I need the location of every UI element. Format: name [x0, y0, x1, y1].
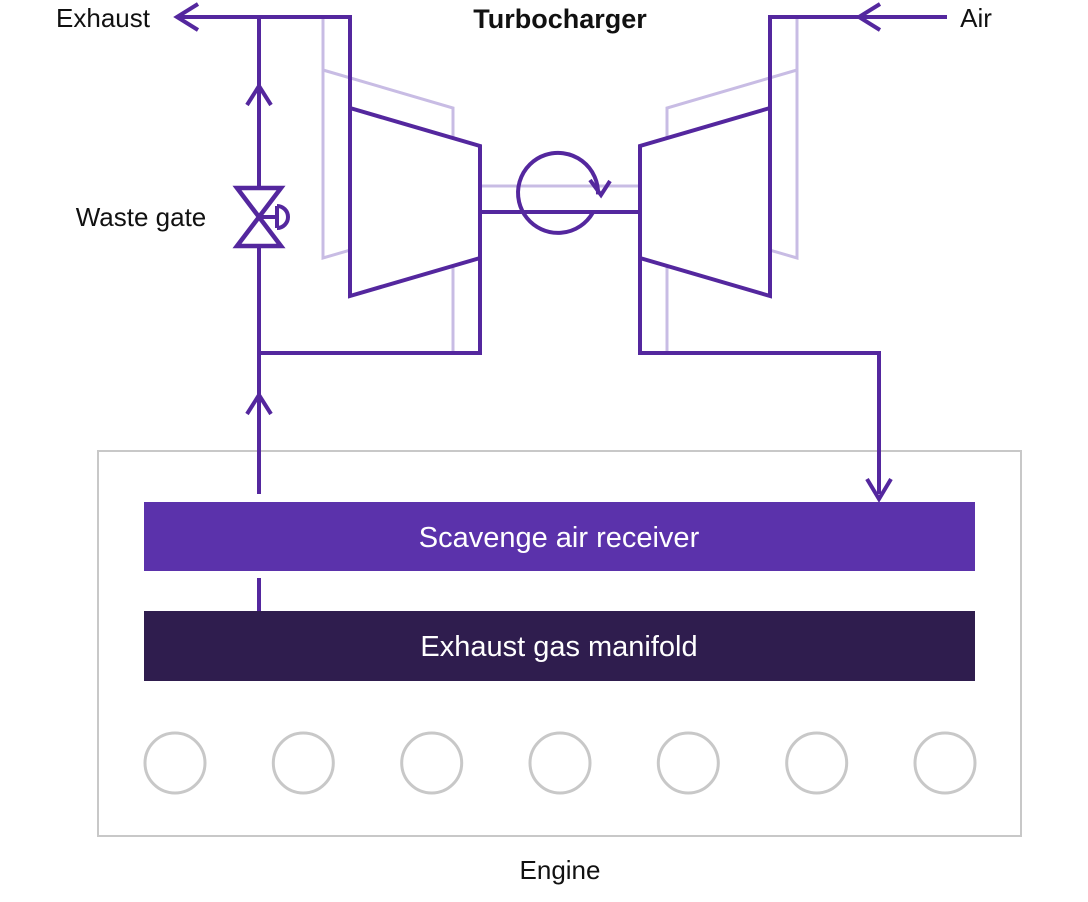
- rotation-arrowhead-icon: [588, 178, 612, 199]
- diagram-title: Turbocharger: [473, 4, 647, 34]
- waste-gate-label: Waste gate: [76, 202, 207, 232]
- cylinder-circle: [528, 731, 592, 795]
- valve-upper-triangle: [232, 185, 286, 221]
- exhaust-arrow-icon: [173, 2, 200, 32]
- waste-gate-valve-icon: [232, 185, 290, 249]
- cylinder-circle: [785, 731, 849, 795]
- compressor-body: [638, 105, 772, 299]
- engine-label: Engine: [520, 855, 601, 885]
- scavenge-air-receiver-bar: [144, 502, 975, 571]
- valve-actuator: [275, 204, 290, 230]
- exhaust-out-line: [177, 15, 352, 110]
- scavenge-air-receiver-label: Scavenge air receiver: [419, 522, 700, 554]
- engine-box: [97, 450, 1022, 837]
- exhaust-gas-manifold-bar: [144, 611, 975, 681]
- air-arrow-icon: [855, 2, 882, 32]
- engine-cylinders: [143, 731, 977, 795]
- flow-arrowheads: [173, 2, 893, 503]
- cylinder-circle: [143, 731, 207, 795]
- exhaust-riser-arrow-icon: [245, 391, 273, 416]
- cylinder-circle: [271, 731, 335, 795]
- cylinder-circle: [913, 731, 977, 795]
- piping: [177, 15, 947, 611]
- compressor-out-line: [638, 256, 881, 494]
- cylinder-circle: [656, 731, 720, 795]
- exhaust-label: Exhaust: [56, 3, 151, 33]
- turbine-feed-line: [259, 256, 482, 355]
- waste-gate-arrow-icon: [245, 82, 273, 107]
- cylinder-circle: [400, 731, 464, 795]
- rotation-icon: [516, 150, 612, 235]
- air-in-line: [768, 15, 947, 110]
- turbine-body: [348, 105, 482, 299]
- scavenge-arrow-icon: [865, 477, 893, 503]
- air-label: Air: [960, 3, 992, 33]
- rotation-circle: [516, 150, 601, 235]
- exhaust-gas-manifold-label: Exhaust gas manifold: [420, 631, 697, 663]
- valve-lower-triangle: [232, 213, 286, 249]
